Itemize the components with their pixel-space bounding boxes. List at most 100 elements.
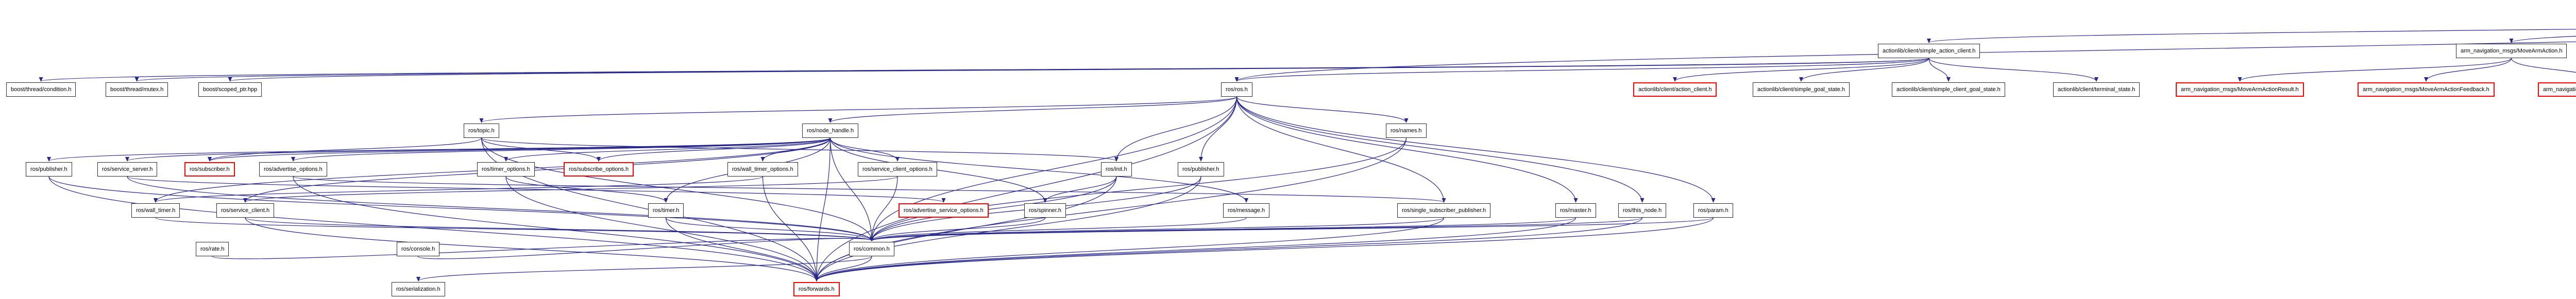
- edge-rosros-to-fwd_red: [815, 96, 1238, 282]
- graph-node-pub1[interactable]: ros/publisher.h: [26, 162, 72, 177]
- graph-node-fwd_red[interactable]: ros/forwards.h: [793, 282, 840, 296]
- edge-rosros-to-nh: [828, 96, 1238, 123]
- graph-node-serial[interactable]: ros/serialization.h: [392, 282, 445, 296]
- graph-node-ss[interactable]: ros/service_server.h: [97, 162, 158, 177]
- edge-topic-to-so_red: [481, 137, 601, 162]
- graph-node-msg[interactable]: ros/message.h: [1223, 203, 1270, 218]
- graph-node-ac_red[interactable]: actionlib/client/action_client.h: [1633, 82, 1717, 97]
- edge-msg-to-common: [870, 217, 1247, 241]
- edge-topic-to-sub_red: [208, 137, 482, 162]
- graph-node-wt[interactable]: ros/wall_timer.h: [131, 203, 180, 218]
- edge-timer-to-common: [665, 217, 874, 241]
- edge-nh-to-ss: [125, 137, 831, 162]
- graph-node-param[interactable]: ros/param.h: [1693, 203, 1733, 218]
- edge-root-to-rosros: [1234, 41, 2576, 82]
- edge-spin-to-common: [870, 217, 1046, 241]
- edge-rate-to-common: [212, 236, 874, 259]
- edge-sac-to-bsp: [228, 58, 1929, 82]
- graph-node-nh[interactable]: ros/node_handle.h: [802, 124, 859, 138]
- graph-node-mar[interactable]: arm_navigation_msgs/MoveArmActionResult.…: [2176, 82, 2304, 97]
- edge-nh-to-sc: [243, 137, 831, 203]
- edge-rosros-to-names: [1236, 96, 1409, 123]
- edge-init-to-spin: [1043, 176, 1117, 203]
- edge-master-to-fwd_red: [815, 217, 1577, 282]
- graph-node-sac[interactable]: actionlib/client/simple_action_client.h: [1878, 44, 1980, 58]
- edge-common-to-fwd_red: [815, 256, 872, 282]
- edge-pub1-to-common: [48, 176, 874, 241]
- graph-node-sco[interactable]: ros/service_client_options.h: [858, 162, 937, 177]
- edge-ss-to-aso_red: [127, 176, 945, 203]
- edge-thisnode-to-common: [870, 217, 1643, 241]
- edge-rosros-to-topic: [479, 96, 1238, 123]
- graph-node-init[interactable]: ros/init.h: [1101, 162, 1132, 177]
- graph-node-ts[interactable]: actionlib/client/terminal_state.h: [2053, 82, 2140, 97]
- edge-pub2-to-fwd_red: [815, 176, 1201, 282]
- edge-sac-to-scgs: [1928, 58, 1951, 82]
- graph-node-console[interactable]: ros/console.h: [397, 242, 440, 256]
- graph-node-sub_red[interactable]: ros/subscriber.h: [184, 162, 235, 177]
- graph-node-btm[interactable]: boost/thread/mutex.h: [106, 82, 168, 97]
- graph-node-ssp[interactable]: ros/single_subscriber_publisher.h: [1397, 203, 1491, 218]
- edge-root-to-sac: [1927, 29, 2576, 43]
- edge-common-to-serial: [416, 256, 872, 282]
- edge-rosros-to-param: [1236, 96, 1716, 203]
- graph-node-bsp[interactable]: boost/scoped_ptr.hpp: [198, 82, 262, 97]
- edge-ao-to-ssp: [293, 176, 1446, 203]
- graph-node-so_red[interactable]: ros/subscribe_options.h: [564, 162, 634, 177]
- graph-node-spin[interactable]: ros/spinner.h: [1024, 203, 1066, 218]
- edge-topt-to-fwd_red: [505, 176, 819, 282]
- edge-sac-to-rosros: [1234, 58, 1929, 82]
- edge-sac-to-ts: [1928, 58, 2098, 82]
- edge-wto-to-wt: [154, 176, 764, 203]
- edge-sac-to-sgs: [1799, 58, 1929, 82]
- graph-node-rate[interactable]: ros/rate.h: [196, 242, 229, 256]
- graph-node-master[interactable]: ros/master.h: [1555, 203, 1596, 218]
- edge-ssp-to-common: [870, 217, 1445, 241]
- graph-node-maa[interactable]: arm_navigation_msgs/MoveArmAction.h: [2456, 44, 2567, 58]
- edge-topic-to-common: [481, 137, 874, 241]
- edge-maa-to-mag: [2511, 58, 2576, 73]
- edge-ss-to-common: [127, 176, 874, 241]
- graph-node-sgs[interactable]: actionlib/client/simple_goal_state.h: [1753, 82, 1850, 97]
- edge-nh-to-so_red: [597, 137, 831, 162]
- edge-sc-to-common: [245, 217, 874, 241]
- graph-node-wto[interactable]: ros/wall_timer_options.h: [727, 162, 798, 177]
- edge-nh-to-sub_red: [208, 137, 831, 162]
- edge-names-to-common: [870, 137, 1407, 241]
- graph-node-sc[interactable]: ros/service_client.h: [216, 203, 275, 218]
- graph-node-mag[interactable]: arm_navigation_msgs/MoveArmActionGoal.h: [2538, 82, 2576, 97]
- graph-node-scgs[interactable]: actionlib/client/simple_client_goal_stat…: [1892, 82, 2005, 97]
- graph-node-ao[interactable]: ros/advertise_options.h: [259, 162, 327, 177]
- edge-maa-to-mar: [2238, 58, 2512, 82]
- edge-master-to-common: [870, 217, 1577, 241]
- edge-root-to-maa: [2509, 36, 2576, 43]
- edge-rosros-to-ssp: [1236, 96, 1446, 203]
- edge-pub1-to-fwd_red: [48, 176, 819, 282]
- edge-thisnode-to-fwd_red: [815, 217, 1643, 282]
- graph-node-timer[interactable]: ros/timer.h: [648, 203, 684, 218]
- graph-node-topic[interactable]: ros/topic.h: [464, 124, 499, 138]
- edge-sco-to-common: [870, 176, 898, 241]
- edge-rosros-to-init: [1114, 96, 1238, 162]
- edge-timer-to-fwd_red: [665, 217, 819, 282]
- graph-node-thisnode[interactable]: ros/this_node.h: [1618, 203, 1667, 218]
- edge-rosros-to-thisnode: [1236, 96, 1645, 203]
- edge-ao-to-fwd_red: [293, 176, 819, 282]
- graph-node-common[interactable]: ros/common.h: [849, 242, 894, 256]
- edge-rosros-to-master: [1236, 96, 1578, 203]
- edge-nh-to-fwd_red: [815, 137, 831, 282]
- edge-nh-to-topt: [504, 137, 831, 162]
- edge-wt-to-common: [155, 217, 874, 241]
- graph-node-maf[interactable]: arm_navigation_msgs/MoveArmActionFeedbac…: [2358, 82, 2495, 97]
- edge-nh-to-spin: [829, 137, 1047, 203]
- edge-nh-to-msg: [829, 137, 1248, 203]
- graph-node-rosros[interactable]: ros/ros.h: [1221, 82, 1252, 97]
- edge-console-to-common: [417, 236, 874, 259]
- graph-node-btc[interactable]: boost/thread/condition.h: [6, 82, 76, 97]
- graph-node-pub2[interactable]: ros/publisher.h: [1178, 162, 1224, 177]
- graph-node-aso_red[interactable]: ros/advertise_service_options.h: [899, 203, 989, 218]
- graph-node-topt[interactable]: ros/timer_options.h: [477, 162, 535, 177]
- edge-topic-to-init: [481, 137, 1118, 162]
- graph-node-names[interactable]: ros/names.h: [1386, 124, 1427, 138]
